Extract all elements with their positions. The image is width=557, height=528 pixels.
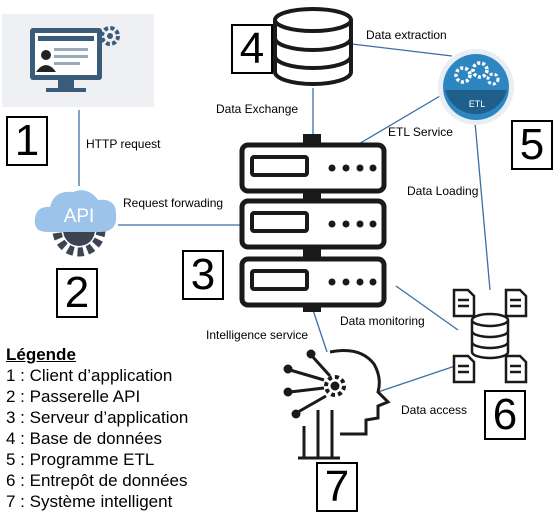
label-etl-service: ETL Service	[388, 125, 453, 139]
svg-text:ETL: ETL	[469, 99, 486, 109]
legend-item: 5 : Programme ETL	[6, 450, 155, 469]
node-number-warehouse: 6	[484, 390, 526, 440]
etl-program-icon: ETL	[438, 49, 514, 125]
connector-server-warehouse	[395, 285, 459, 331]
label-data-monitoring: Data monitoring	[340, 314, 425, 328]
connector-warehouse-ai	[377, 364, 459, 393]
legend-item: 6 : Entrepôt de données	[6, 471, 188, 490]
label-data-access: Data access	[401, 403, 468, 417]
node-number-etl: 5	[511, 120, 553, 170]
legend-title: Légende	[6, 345, 76, 364]
connectors	[78, 43, 491, 393]
connector-etl-warehouse	[474, 121, 491, 291]
legend-item: 1 : Client d’application	[6, 366, 173, 385]
connector-database-etl	[351, 43, 453, 57]
api-gateway-icon: API	[34, 190, 117, 257]
label-data-extraction: Data extraction	[366, 28, 447, 42]
node-number-database: 4	[231, 24, 273, 74]
legend-item: 2 : Passerelle API	[6, 387, 141, 406]
data-warehouse-icon	[452, 288, 528, 384]
intelligent-system-icon	[283, 349, 391, 460]
connector-server-ai	[312, 309, 328, 353]
database-icon	[273, 7, 353, 86]
application-server-icon	[239, 134, 387, 312]
label-intelligence-service: Intelligence service	[206, 328, 309, 342]
svg-text:API: API	[64, 206, 95, 227]
label-data-exchange: Data Exchange	[216, 102, 299, 116]
node-number-server: 3	[182, 250, 224, 300]
node-number-ai: 7	[316, 462, 358, 512]
legend-item: 7 : Système intelligent	[6, 492, 173, 511]
connector-etl-server	[351, 95, 441, 149]
node-number-api: 2	[56, 268, 98, 318]
node-number-client: 1	[6, 116, 48, 166]
label-http-request: HTTP request	[86, 137, 161, 151]
client-application-icon	[2, 14, 154, 107]
label-data-loading: Data Loading	[407, 184, 479, 198]
legend-item: 4 : Base de données	[6, 429, 162, 448]
label-request-forwarding: Request forwading	[123, 196, 224, 210]
legend-item: 3 : Serveur d’application	[6, 408, 189, 427]
legend: Légende 1 : Client d’application 2 : Pas…	[6, 344, 188, 512]
